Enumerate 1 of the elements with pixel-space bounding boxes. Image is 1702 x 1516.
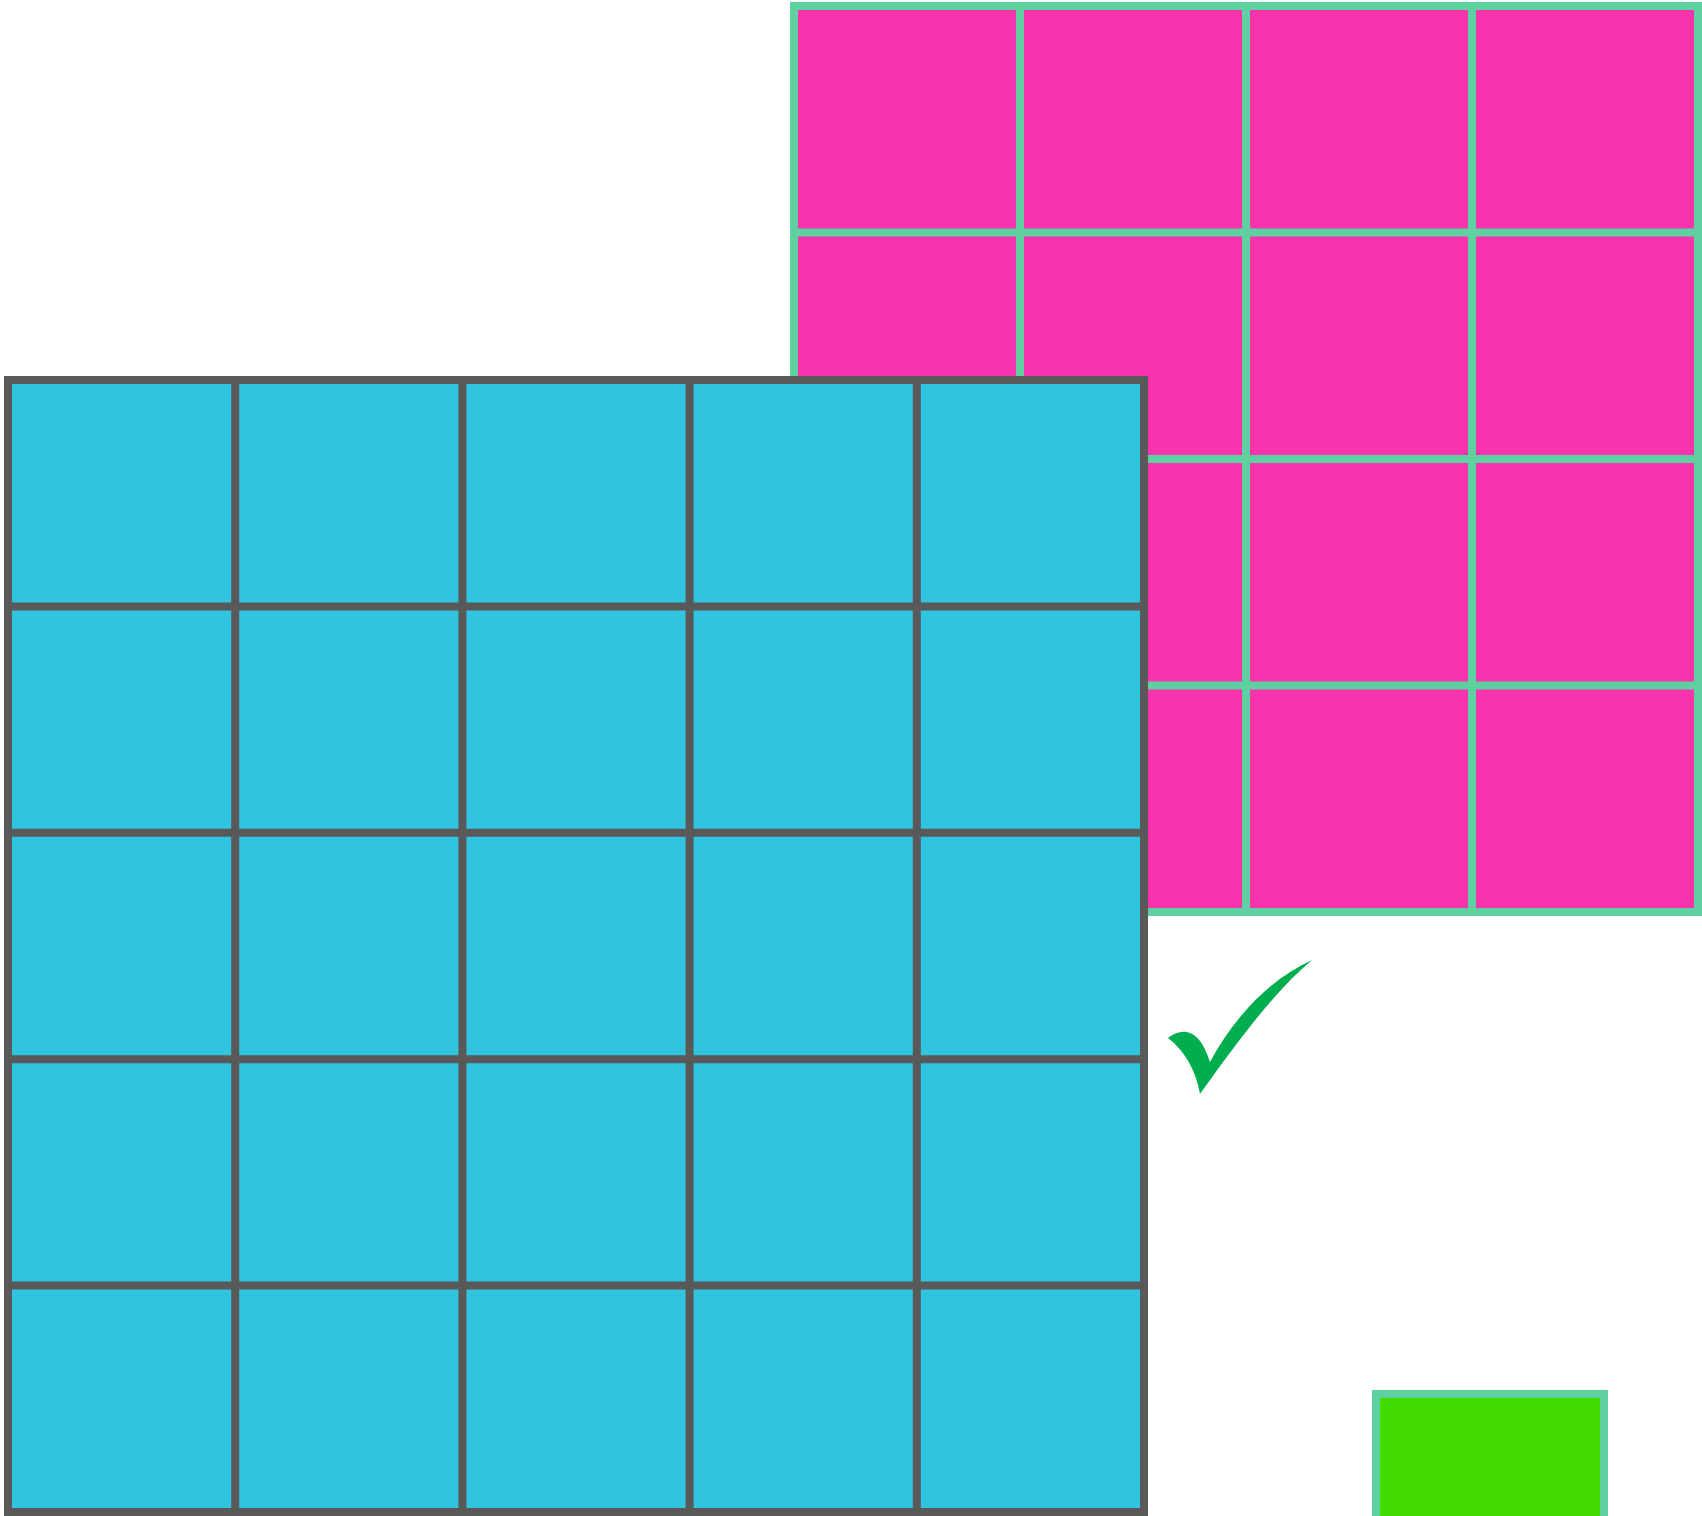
square-grid — [4, 376, 1148, 1516]
